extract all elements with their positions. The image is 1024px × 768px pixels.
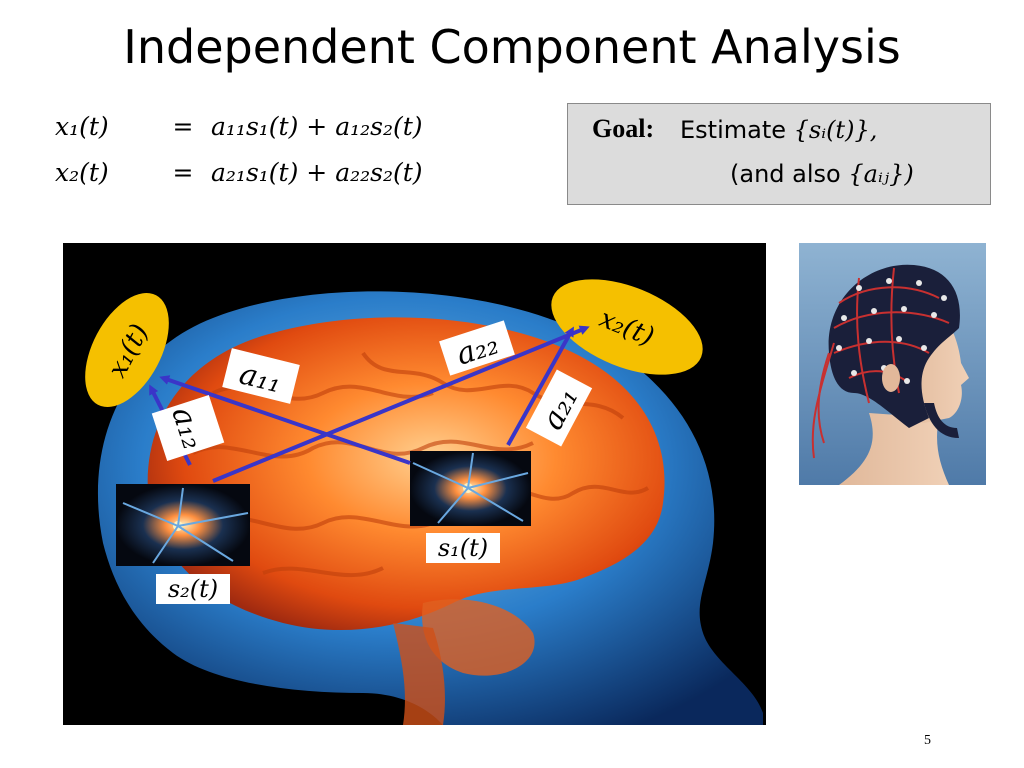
equation-rhs: a₂₁s₁(t) + a₂₂s₂(t) (211, 158, 423, 187)
weight-label-a11: a₁₁ (222, 348, 300, 404)
goal-box: Goal: Estimate {sᵢ(t)}, (and also {aᵢⱼ}) (567, 103, 991, 205)
goal-line-2-text: (and also (730, 160, 841, 188)
equation-equals: = (172, 112, 194, 141)
source-label-s1: s₁(t) (438, 534, 488, 562)
goal-line-1-text: Estimate (680, 116, 787, 144)
brain-diagram: x₁(t) x₂(t) s₁(t) s₂(t) (63, 243, 766, 725)
eeg-cap-photo (799, 243, 986, 485)
goal-line-1: Estimate {sᵢ(t)}, (680, 116, 877, 144)
equation-lhs: x₁(t) (55, 112, 109, 141)
page-number: 5 (924, 733, 931, 748)
brainstem (393, 623, 445, 725)
goal-line-2: (and also {aᵢⱼ}) (730, 160, 914, 188)
source-image-s2 (116, 484, 250, 566)
equation-x2: x₂(t) = a₂₁s₁(t) + a₂₂s₂(t) (55, 158, 423, 187)
source-image-s1 (410, 451, 531, 526)
goal-line-2-math: {aᵢⱼ}) (848, 160, 914, 188)
source-label-box-s2 (156, 574, 230, 604)
arrow-a11 (159, 375, 411, 465)
equation-equals: = (172, 158, 194, 187)
weight-label-a12: a₁₂ (151, 394, 225, 462)
arrow-a22 (212, 325, 590, 483)
arrow-a21 (506, 326, 574, 446)
output-node-x1: x₁(t) (85, 292, 169, 408)
goal-label: Goal: (592, 114, 655, 143)
eeg-cap-illustration (799, 243, 986, 485)
output-node-x2: x₂(t) (551, 279, 703, 375)
source-label-s2: s₂(t) (168, 575, 218, 603)
equation-rhs: a₁₁s₁(t) + a₁₂s₂(t) (211, 112, 423, 141)
slide-title: Independent Component Analysis (123, 20, 901, 74)
cerebellum (422, 599, 535, 676)
source-label-box-s1 (426, 533, 500, 563)
equation-lhs: x₂(t) (55, 158, 109, 187)
equation-x1: x₁(t) = a₁₁s₁(t) + a₁₂s₂(t) (55, 112, 423, 141)
brain-illustration: x₁(t) x₂(t) s₁(t) s₂(t) (85, 279, 764, 725)
goal-line-1-math: {sᵢ(t)}, (793, 116, 878, 144)
